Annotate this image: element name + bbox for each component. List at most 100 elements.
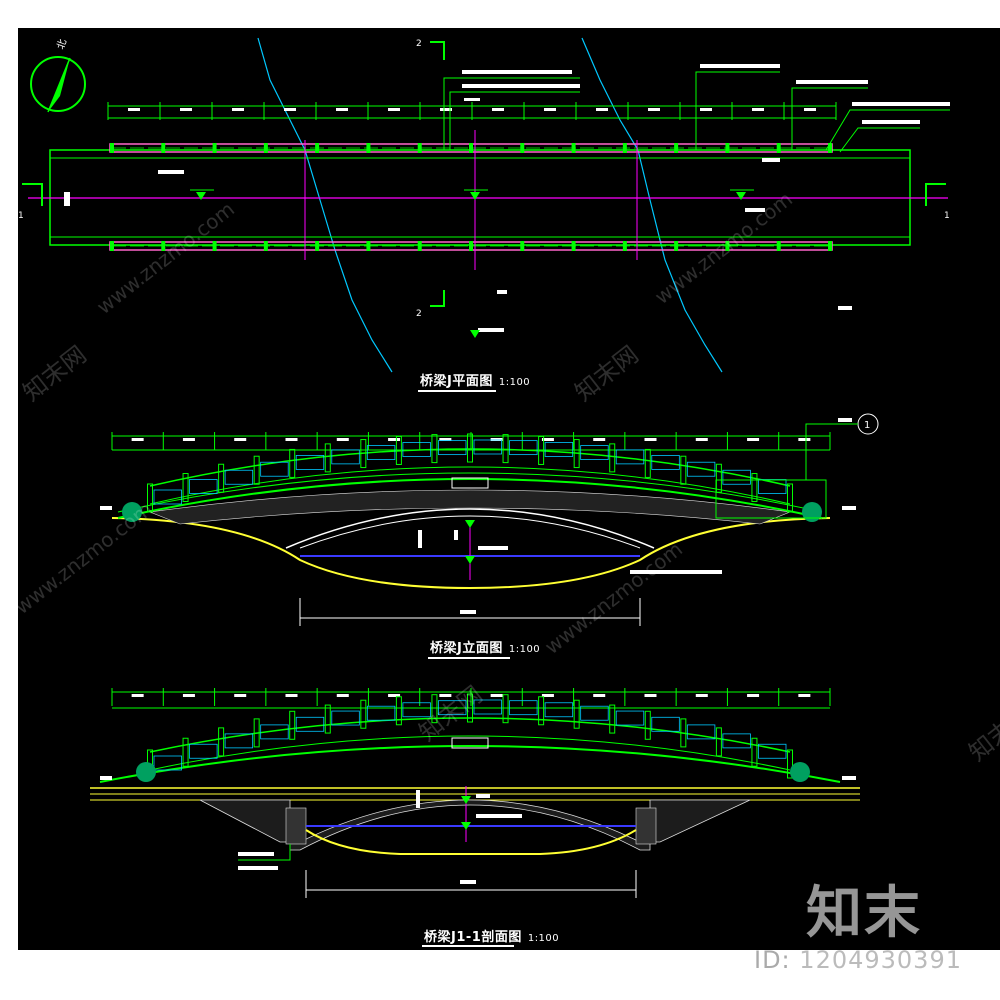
- railing-post: [289, 710, 296, 740]
- section-stone-mass: [199, 799, 751, 851]
- railing-panel: [544, 702, 574, 718]
- dimension-text-block: [644, 438, 657, 441]
- elevation-arch-outer: [285, 508, 655, 549]
- railing-panel: [224, 469, 254, 485]
- section-shrub-right: [790, 762, 810, 782]
- railing-panel: [224, 733, 254, 749]
- railing-panel: [544, 442, 574, 457]
- image-id: ID: 1204930391: [754, 946, 962, 974]
- railing-panel: [473, 699, 502, 715]
- railing-post: [395, 696, 402, 726]
- plan-post: [520, 241, 525, 251]
- section-title-underline: [422, 945, 514, 947]
- dimension-text-block: [804, 108, 816, 111]
- plan-title-underline: [418, 390, 496, 392]
- railing-panel: [260, 724, 289, 740]
- dimension-text-block: [388, 108, 400, 111]
- dimension-text-block: [285, 438, 298, 441]
- dimension-text-block: [388, 694, 401, 697]
- railing-post: [395, 435, 402, 465]
- plan-post: [622, 241, 627, 251]
- section-dimension-ticks: [111, 688, 831, 706]
- dimension-text-block: [128, 108, 140, 111]
- railing-post: [787, 483, 793, 513]
- railing-post: [644, 710, 651, 740]
- plan-post: [366, 143, 371, 153]
- railing-post: [253, 455, 260, 485]
- railing-post: [715, 463, 722, 493]
- plan-post: [161, 241, 166, 251]
- plan-post: [366, 241, 371, 251]
- section-railing-top: [149, 717, 791, 753]
- railing-post: [218, 727, 225, 757]
- dimension-text-block: [648, 108, 660, 111]
- plan-post: [776, 143, 781, 153]
- railing-panel: [295, 716, 325, 732]
- elevation-detail-box: [715, 479, 827, 519]
- railing-post: [360, 439, 367, 469]
- plan-post: [161, 143, 166, 153]
- plan-post: [622, 143, 627, 153]
- dimension-text-block: [700, 108, 712, 111]
- railing-panel: [153, 489, 182, 505]
- section-view: [90, 688, 860, 898]
- plan-post: [417, 143, 422, 153]
- plan-post: [725, 143, 730, 153]
- plan-post: [571, 143, 576, 153]
- dimension-text-block: [439, 694, 452, 697]
- dimension-text-block: [747, 694, 760, 697]
- railing-panel: [331, 449, 360, 465]
- elevation-view: 1: [100, 413, 879, 626]
- railing-post: [324, 443, 331, 473]
- plan-post: [263, 143, 268, 153]
- plan-elevation-markers: [190, 189, 754, 200]
- section-railing-bottom: [149, 735, 791, 771]
- railing-post: [502, 694, 509, 724]
- railing-panel: [366, 445, 396, 460]
- brand-logo: 知末: [806, 881, 922, 946]
- elevation-title-underline: [428, 657, 510, 659]
- cad-canvas: [18, 28, 1000, 950]
- railing-post: [182, 473, 189, 503]
- section-dimension-bottom: [305, 870, 637, 898]
- plan-post: [315, 143, 320, 153]
- dimension-text-block: [492, 108, 504, 111]
- north-arrow-icon: [30, 56, 86, 113]
- railing-post: [467, 693, 473, 723]
- railing-panel: [758, 743, 787, 759]
- railing-panel: [722, 469, 751, 485]
- plan-post: [212, 143, 217, 153]
- railing-post: [289, 448, 296, 478]
- dimension-text-block: [596, 108, 608, 111]
- elevation-arch-inner: [299, 515, 641, 549]
- section-label-blocks: [100, 776, 856, 884]
- dimension-text-block: [747, 438, 760, 441]
- river-edge-left: [257, 37, 393, 373]
- plan-post: [725, 241, 730, 251]
- plan-post: [828, 241, 832, 251]
- railing-panel: [686, 724, 716, 740]
- railing-post: [609, 704, 616, 734]
- section-cut-label-right: 1: [944, 211, 950, 221]
- dimension-text-block: [182, 694, 195, 697]
- railing-post: [324, 704, 331, 734]
- dimension-text-block: [695, 694, 708, 697]
- dimension-text-block: [544, 108, 556, 111]
- railing-panel: [651, 455, 680, 470]
- railing-panel: [686, 461, 716, 477]
- elevation-railing-top: [149, 448, 791, 487]
- plan-post: [828, 143, 832, 153]
- dimension-text-block: [180, 108, 192, 111]
- dimension-text-block: [234, 438, 247, 441]
- railing-post: [431, 694, 438, 724]
- section-abutment-left: [285, 807, 307, 845]
- dimension-text-block: [798, 694, 811, 697]
- elevation-shrub-left: [122, 502, 142, 522]
- dimension-text-block: [131, 438, 144, 441]
- plan-post: [417, 241, 422, 251]
- plan-post: [212, 241, 217, 251]
- plan-post: [110, 241, 114, 251]
- dimension-text-block: [439, 438, 452, 441]
